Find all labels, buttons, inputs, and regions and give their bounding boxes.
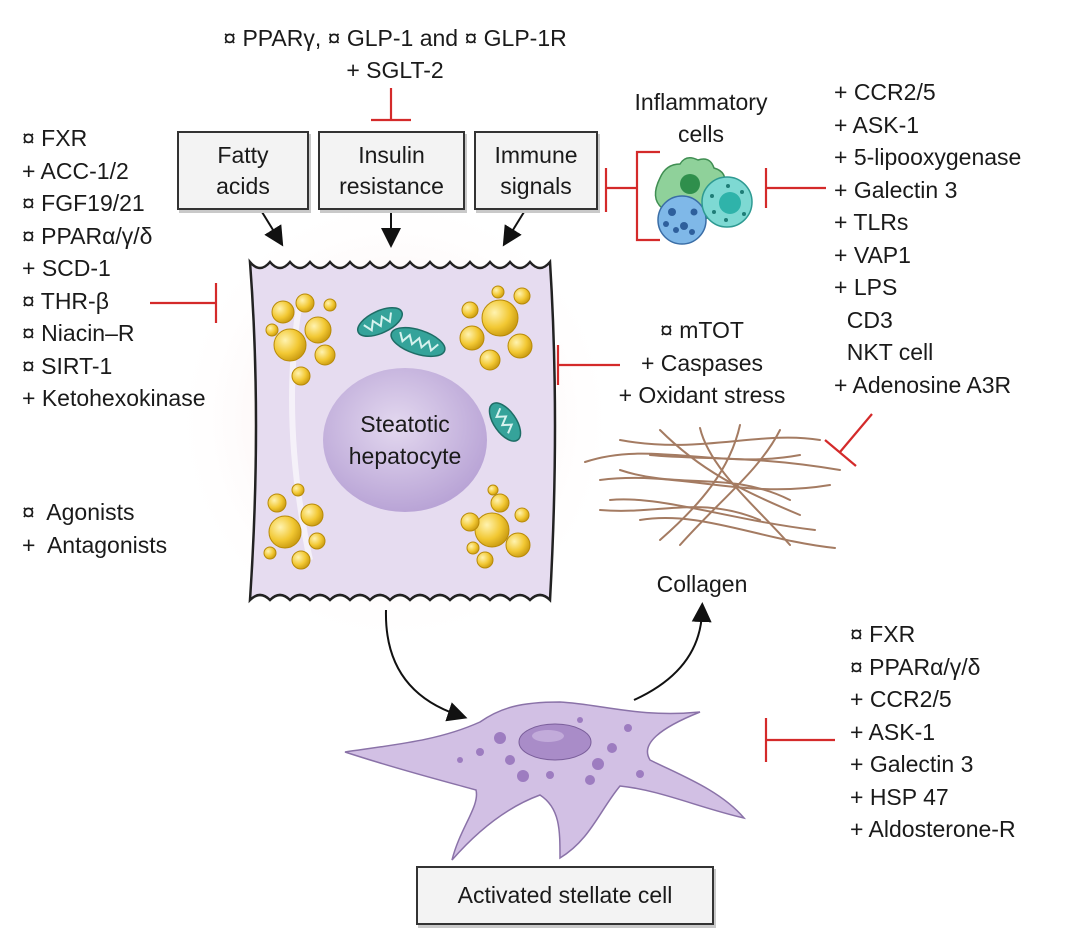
mitochondria [357,307,522,442]
stress-target-item: + Oxidant stress [618,382,786,408]
arrow-fatty-acids [261,211,284,247]
left-target-item: ¤ Niacin–R [22,320,135,346]
stellate-target-item: + Galectin 3 [850,751,974,777]
left-targets-list: ¤ FXR + ACC-1/2 ¤ FGF19/21 ¤ PPARα/γ/δ +… [22,122,206,415]
left-target-item: ¤ SIRT-1 [22,352,113,379]
legend-agonists: ¤ Agonists [22,499,135,525]
immune-signals-box: Immune signals [474,131,598,210]
inflammatory-cells-illustration [654,157,753,245]
collagen-fibers [584,424,841,549]
stellate-target-item: + ASK-1 [850,718,936,745]
stress-target-item: + Caspases [640,349,764,376]
insulin-resistance-label-1: Insulin [358,141,425,168]
fatty-acids-box: Fatty acids [177,131,309,210]
immune-signals-label-2: signals [500,172,572,199]
stellate-target-item: ¤ PPARα/γ/δ [850,653,981,680]
stellate-target-item: + HSP 47 [850,783,949,810]
inflammatory-target-item: + ASK-1 [834,111,920,138]
inflammatory-target-item: + Adenosine A3R [834,371,1012,398]
inhibit-inflammatory-cells-right [764,168,826,208]
activated-stellate-cell-label: Activated stellate cell [457,882,673,908]
left-target-item: ¤ THR-β [22,287,109,314]
legend-antagonists: + Antagonists [22,531,168,558]
stellate-targets-list: ¤ FXR ¤ PPARα/γ/δ + CCR2/5 + ASK-1 + Gal… [850,618,1016,846]
lipid-droplets-top-right [459,285,533,371]
inhibit-immune-signals [604,150,660,242]
insulin-resistance-box: Insulin resistance [318,131,465,210]
stellate-cell-illustration [344,701,747,861]
lipid-droplets-bottom-right [460,484,531,569]
top-agents-line-1: ¤ PPARγ, ¤ GLP-1 and ¤ GLP-1R [223,25,567,51]
inhibit-insulin-resistance [371,88,411,122]
inflammatory-target-item: CD3 [834,306,893,333]
inhibit-hepatocyte-left [150,283,218,323]
inflammatory-cells-label-2: cells [677,121,724,147]
fatty-acids-label-1: Fatty [217,141,269,168]
left-target-item: ¤ FGF19/21 [22,190,145,216]
arrow-to-collagen [633,602,712,701]
inflammatory-target-item: + 5-lipooxygenase [834,144,1022,170]
stress-target-item: ¤ mTOT [660,317,744,343]
inflammatory-target-item: NKT cell [834,339,934,365]
hepatocyte-label-1: Steatotic [360,411,450,437]
inhibit-stellate-cell [764,718,835,762]
left-target-item: + ACC-1/2 [22,157,129,184]
top-agents-line-2: + SGLT-2 [346,57,444,83]
fatty-acids-label-2: acids [216,172,270,199]
inhibit-hepatocyte-right [556,345,620,385]
legend: ¤ Agonists + Antagonists [22,496,167,561]
hepatocyte-nucleus [323,368,487,512]
hepatocyte-stress-targets: ¤ mTOT + Caspases + Oxidant stress [604,314,800,412]
collagen-label: Collagen [656,571,748,597]
left-target-item: + Ketohexokinase [22,385,206,411]
stellate-target-item: + Aldosterone-R [850,816,1016,842]
left-target-item: ¤ FXR [22,125,88,151]
inflammatory-target-item: + TLRs [834,209,909,235]
left-target-item: ¤ PPARα/γ/δ [22,222,153,249]
lipid-droplets-bottom-left [263,483,326,570]
inflammatory-target-item: + Galectin 3 [834,176,958,203]
immune-signals-label-1: Immune [494,141,578,168]
inflammatory-target-item: + CCR2/5 [834,79,936,105]
lipid-droplets-top-left [265,293,337,386]
activated-stellate-cell-box: Activated stellate cell [416,866,714,925]
stellate-target-item: + CCR2/5 [850,686,952,712]
inflammatory-cells-label-1: Inflammatory [634,89,768,115]
arrow-to-stellate-cell [384,609,468,722]
insulin-resistance-label-2: resistance [339,172,444,199]
inflammatory-target-item: + LPS [834,274,898,300]
arrow-immune-signals [502,211,525,247]
inhibit-collagen [824,413,873,467]
inflammatory-targets-list: + CCR2/5 + ASK-1 + 5-lipooxygenase + Gal… [834,76,1021,401]
inflammatory-target-item: + VAP1 [834,241,911,268]
stellate-target-item: ¤ FXR [850,621,916,647]
hepatocyte-label-2: hepatocyte [348,443,462,469]
left-target-item: + SCD-1 [22,255,111,281]
